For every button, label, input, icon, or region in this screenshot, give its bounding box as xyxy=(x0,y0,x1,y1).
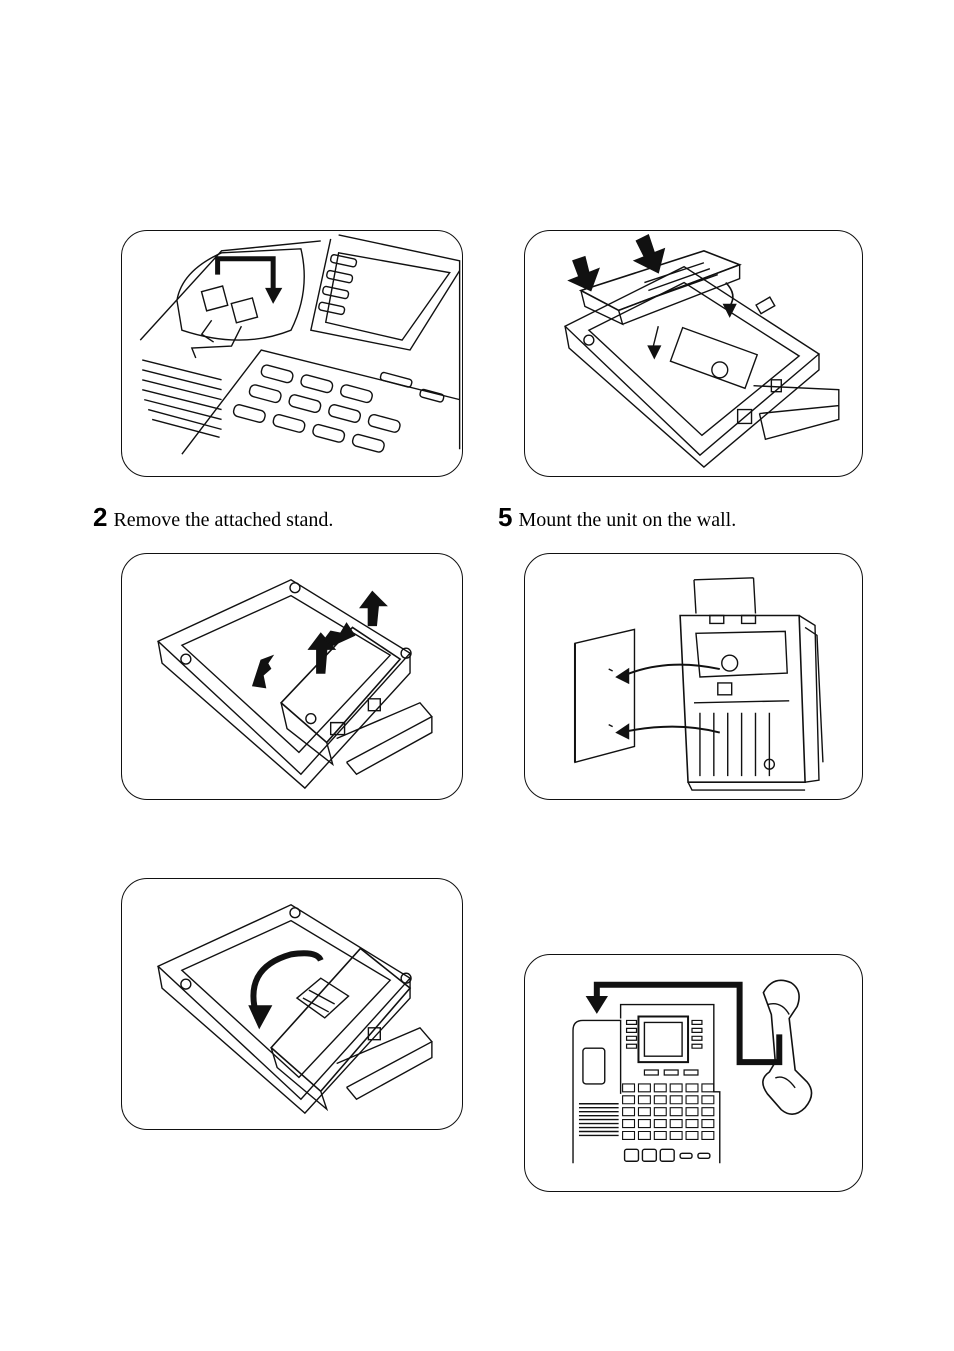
illustration-panel-2 xyxy=(121,553,463,800)
attach-stand-illustration xyxy=(525,231,862,476)
hang-handset-illustration xyxy=(525,955,862,1191)
step-5-text: Mount the unit on the wall. xyxy=(518,509,736,531)
telephone-keypad-cord-illustration xyxy=(122,231,462,476)
step-5-caption: 5 Mount the unit on the wall. xyxy=(498,505,736,532)
step-2-caption: 2 Remove the attached stand. xyxy=(93,505,333,532)
step-2-number: 2 xyxy=(93,502,107,532)
illustration-panel-5 xyxy=(524,553,863,800)
illustration-panel-4 xyxy=(524,230,863,477)
remove-stand-illustration xyxy=(122,554,462,799)
illustration-panel-1 xyxy=(121,230,463,477)
illustration-panel-6 xyxy=(524,954,863,1192)
wall-mount-illustration xyxy=(525,554,862,799)
illustration-panel-3 xyxy=(121,878,463,1130)
step-5-number: 5 xyxy=(498,502,512,532)
flip-stand-illustration xyxy=(122,879,462,1129)
step-2-text: Remove the attached stand. xyxy=(113,509,333,531)
